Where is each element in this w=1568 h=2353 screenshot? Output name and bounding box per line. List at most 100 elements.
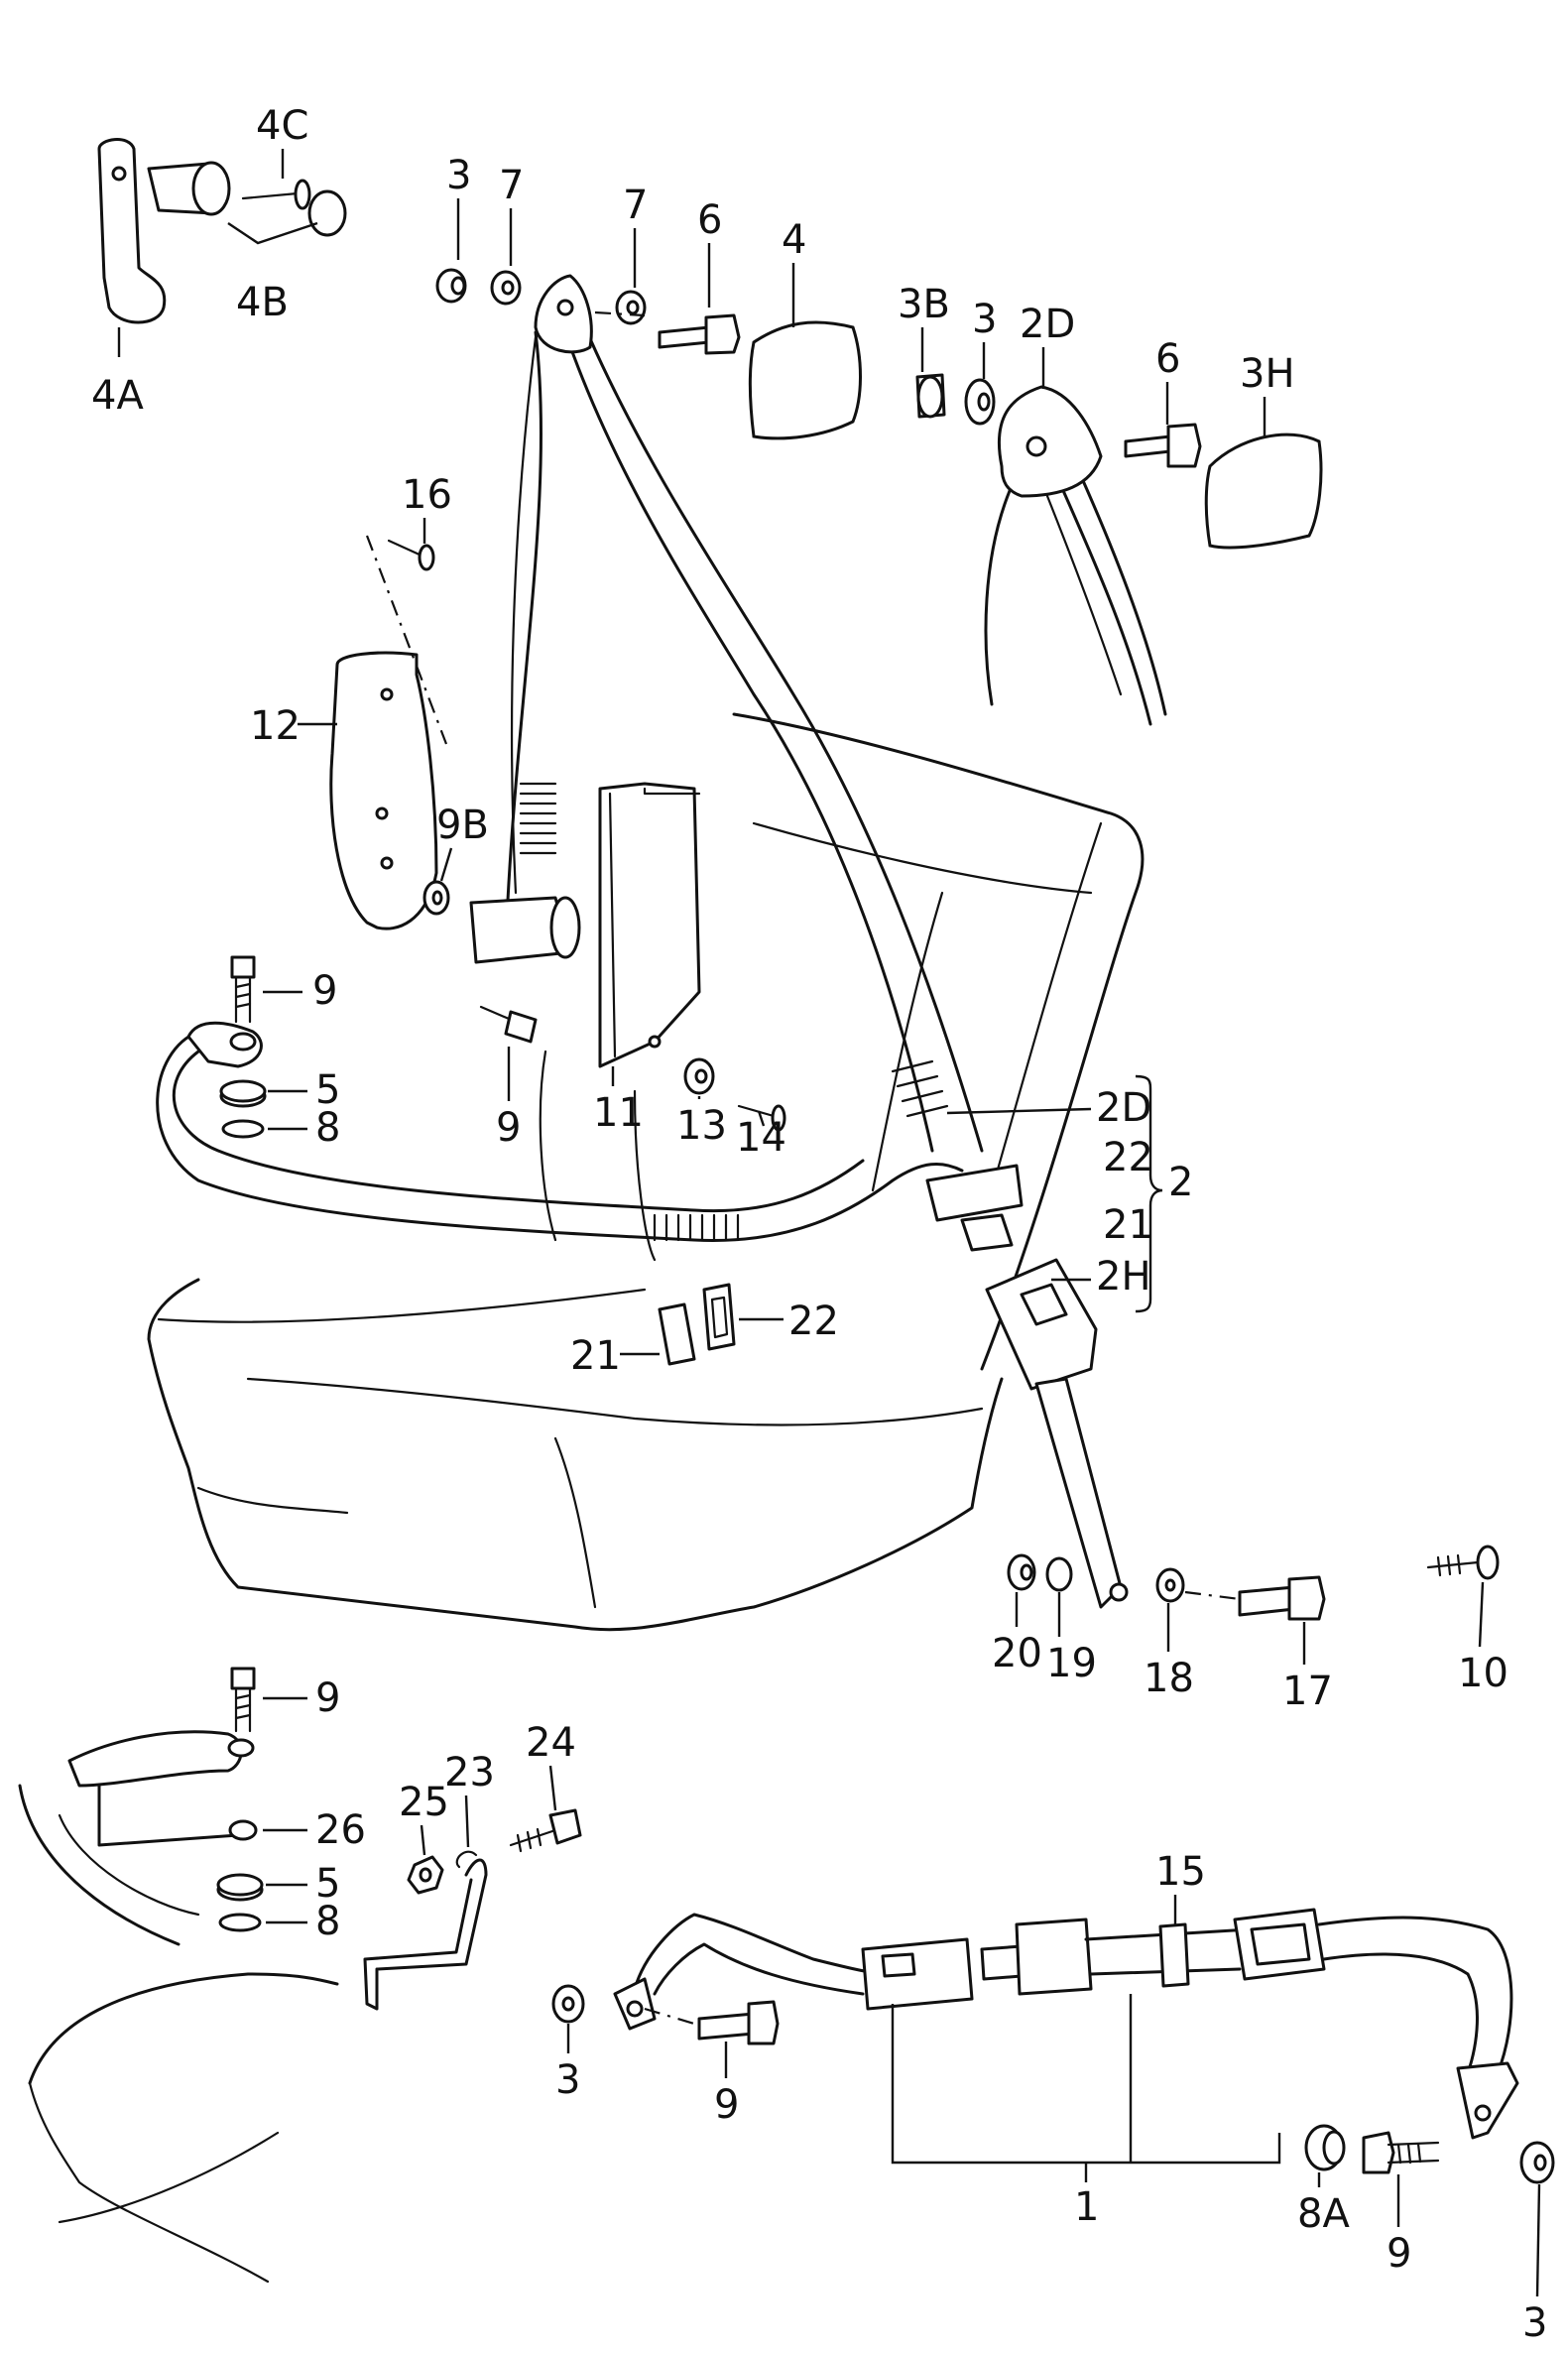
label-1: 1 xyxy=(1074,2184,1099,2230)
bolt-9-upper xyxy=(230,955,256,1024)
retractor-bracket-12 xyxy=(329,651,438,930)
spacer-20 xyxy=(1007,1553,1036,1591)
washer-13 xyxy=(683,1057,715,1095)
label-23: 23 xyxy=(444,1750,495,1796)
belt-tongue xyxy=(925,1164,1024,1252)
cover-3h xyxy=(1204,433,1323,550)
spacer-3-right xyxy=(964,378,996,426)
label-9-center: 9 xyxy=(496,1105,521,1151)
screw-4c xyxy=(241,179,311,210)
label-22-right: 22 xyxy=(1103,1135,1153,1180)
anchor-strap-lower-left xyxy=(67,1730,255,1788)
brace-2 xyxy=(1135,1074,1163,1313)
lap-belt-assembly-1 xyxy=(613,1908,1519,2140)
label-3h: 3H xyxy=(1240,351,1295,397)
label-13: 13 xyxy=(676,1103,727,1149)
label-2: 2 xyxy=(1168,1160,1193,1205)
second-belt-webbing xyxy=(984,474,1167,726)
washer-18 xyxy=(1155,1567,1185,1603)
nut-25 xyxy=(407,1855,444,1895)
front-seat xyxy=(147,712,1145,1632)
rear-seat xyxy=(18,1784,339,2284)
label-4: 4 xyxy=(782,217,806,263)
leader-2d-right xyxy=(946,1107,1092,1115)
label-15: 15 xyxy=(1155,1849,1206,1895)
label-22-center: 22 xyxy=(788,1299,839,1344)
axis-lower-anchor xyxy=(1184,1590,1241,1601)
label-9-lower-right: 9 xyxy=(1387,2231,1411,2277)
label-4a: 4A xyxy=(91,373,144,419)
bolt-9-center xyxy=(479,1005,538,1044)
buckle-2h xyxy=(985,1258,1129,1609)
bolt-9-lower xyxy=(230,1667,256,1733)
washer-8-upper xyxy=(221,1119,265,1139)
label-12: 12 xyxy=(250,703,301,749)
cover-4 xyxy=(748,320,862,440)
label-2d-top: 2D xyxy=(1020,302,1075,347)
label-8-upper: 8 xyxy=(315,1105,340,1151)
label-6-top: 6 xyxy=(697,197,722,243)
label-4b: 4B xyxy=(236,280,289,325)
hook-26 xyxy=(97,1784,258,1847)
label-21-right: 21 xyxy=(1103,1202,1153,1248)
anchor-plate-lower xyxy=(186,1021,263,1068)
label-5-lower: 5 xyxy=(315,1861,340,1907)
sleeve-4b xyxy=(147,161,347,237)
label-3b: 3B xyxy=(898,282,950,327)
label-21-center: 21 xyxy=(570,1333,621,1379)
label-10: 10 xyxy=(1458,1651,1508,1696)
bolt-24 xyxy=(509,1808,582,1853)
part-labels: 4C 4B 4A 3 7 7 6 4 3B 3 2D 6 3H 16 12 9B… xyxy=(91,103,1547,2346)
label-3-right: 3 xyxy=(972,297,997,342)
washer-9b xyxy=(422,880,450,916)
bracket-1 xyxy=(891,2004,1281,2165)
label-7-right: 7 xyxy=(623,183,648,228)
label-19: 19 xyxy=(1046,1641,1097,1686)
spacer-3-top xyxy=(435,268,467,304)
label-9-upper: 9 xyxy=(312,968,337,1014)
washer-5-upper xyxy=(219,1079,267,1108)
axis-retractor xyxy=(365,535,448,745)
label-18: 18 xyxy=(1144,1656,1194,1701)
axis-top-anchor xyxy=(594,310,646,317)
spacer-3b xyxy=(915,373,946,419)
leader-10 xyxy=(1478,1581,1485,1648)
shoulder-belt-webbing xyxy=(504,325,984,1153)
leader-24 xyxy=(548,1765,557,1811)
label-20: 20 xyxy=(992,1631,1042,1676)
label-14: 14 xyxy=(736,1115,786,1161)
label-2h: 2H xyxy=(1096,1254,1151,1300)
leader-23 xyxy=(464,1795,470,1848)
washer-8-lower xyxy=(218,1913,262,1932)
trim-panel-11 xyxy=(598,782,701,1068)
anchor-plate-top xyxy=(534,274,593,354)
screw-10 xyxy=(1426,1545,1500,1580)
screw-16 xyxy=(387,539,435,571)
bolt-6-top xyxy=(658,313,741,355)
axis-lower-belt-left xyxy=(644,2007,695,2026)
washer-19 xyxy=(1045,1556,1073,1592)
spacer-8a xyxy=(1304,2124,1346,2171)
clip-22 xyxy=(702,1283,736,1351)
label-25: 25 xyxy=(399,1780,449,1825)
bolt-17 xyxy=(1238,1575,1326,1621)
label-26: 26 xyxy=(315,1807,366,1853)
leader-3-lower-right xyxy=(1535,2183,1541,2297)
cover-cap-4a xyxy=(97,138,167,324)
bolt-9-lower-center xyxy=(697,2000,780,2045)
label-8a: 8A xyxy=(1297,2191,1350,2237)
label-9-lower-center: 9 xyxy=(714,2082,739,2128)
clip-21 xyxy=(658,1302,696,1366)
label-2d-right: 2D xyxy=(1096,1085,1151,1131)
label-24: 24 xyxy=(526,1720,576,1766)
label-3-lower-left: 3 xyxy=(555,2057,580,2103)
label-3-top: 3 xyxy=(446,153,471,198)
leader-4b xyxy=(227,221,318,245)
label-16: 16 xyxy=(402,472,452,518)
screw-14 xyxy=(737,1104,786,1132)
label-5-upper: 5 xyxy=(315,1067,340,1113)
washer-7-left xyxy=(490,270,522,306)
label-11: 11 xyxy=(593,1090,644,1136)
spacer-3-lower-left xyxy=(551,1984,585,2024)
